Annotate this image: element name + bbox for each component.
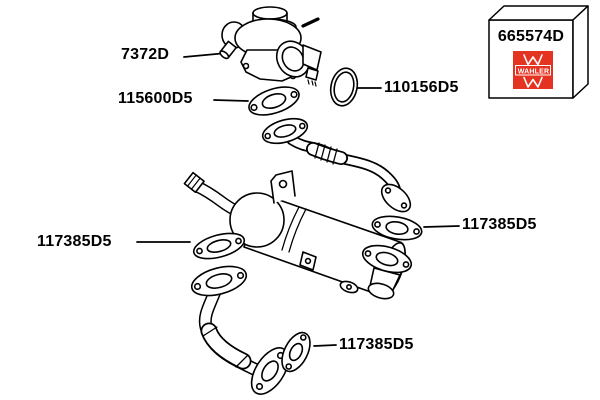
cooler-outlet-flange xyxy=(361,244,413,274)
label-valve-gasket-part: 115600D5 xyxy=(118,90,193,107)
valve-gasket-drawing xyxy=(248,86,300,116)
brand-logo-band xyxy=(515,65,551,76)
cooler-lower-tab xyxy=(299,251,317,271)
label-gasket-right-part: 117385D5 xyxy=(462,216,537,233)
upper-pipe-drawing xyxy=(261,117,412,213)
label-valve-part: 7372D xyxy=(121,46,170,63)
logo-w-top-icon xyxy=(523,54,543,66)
cooler-gasket-left-drawing xyxy=(192,232,246,260)
leader-valve-gasket xyxy=(213,99,249,102)
label-oring-part: 110156D5 xyxy=(384,79,459,96)
logo-w-bottom-icon xyxy=(523,76,543,88)
cooler-inlet-nipple xyxy=(183,171,205,194)
brand-logo-text: WAHLER xyxy=(518,68,550,75)
leader-gasket-right xyxy=(423,225,460,228)
down-pipe-top-flange xyxy=(190,265,248,297)
upper-pipe-right-flange xyxy=(380,183,412,213)
brand-logo: WAHLER xyxy=(513,51,553,89)
cooler-left-dome xyxy=(229,192,285,248)
egr-cooler-drawing xyxy=(183,170,413,300)
upper-pipe-left-flange xyxy=(261,117,309,145)
valve-nipple xyxy=(219,40,238,60)
oring-drawing xyxy=(329,67,359,107)
label-gasket-left-part: 117385D5 xyxy=(37,233,112,250)
label-gasket-bottom-part: 117385D5 xyxy=(339,336,414,353)
egr-valve-drawing xyxy=(219,6,322,87)
cooler-gasket-right-drawing xyxy=(371,215,423,241)
downpipe-gasket-drawing xyxy=(281,331,311,373)
down-pipe-drawing xyxy=(190,265,290,395)
valve-sensor-pin xyxy=(301,17,320,28)
package-box-top xyxy=(488,5,589,21)
leader-gasket-bottom xyxy=(313,344,337,347)
package-box-side xyxy=(572,5,589,99)
label-package-part: 665574D xyxy=(497,28,565,45)
